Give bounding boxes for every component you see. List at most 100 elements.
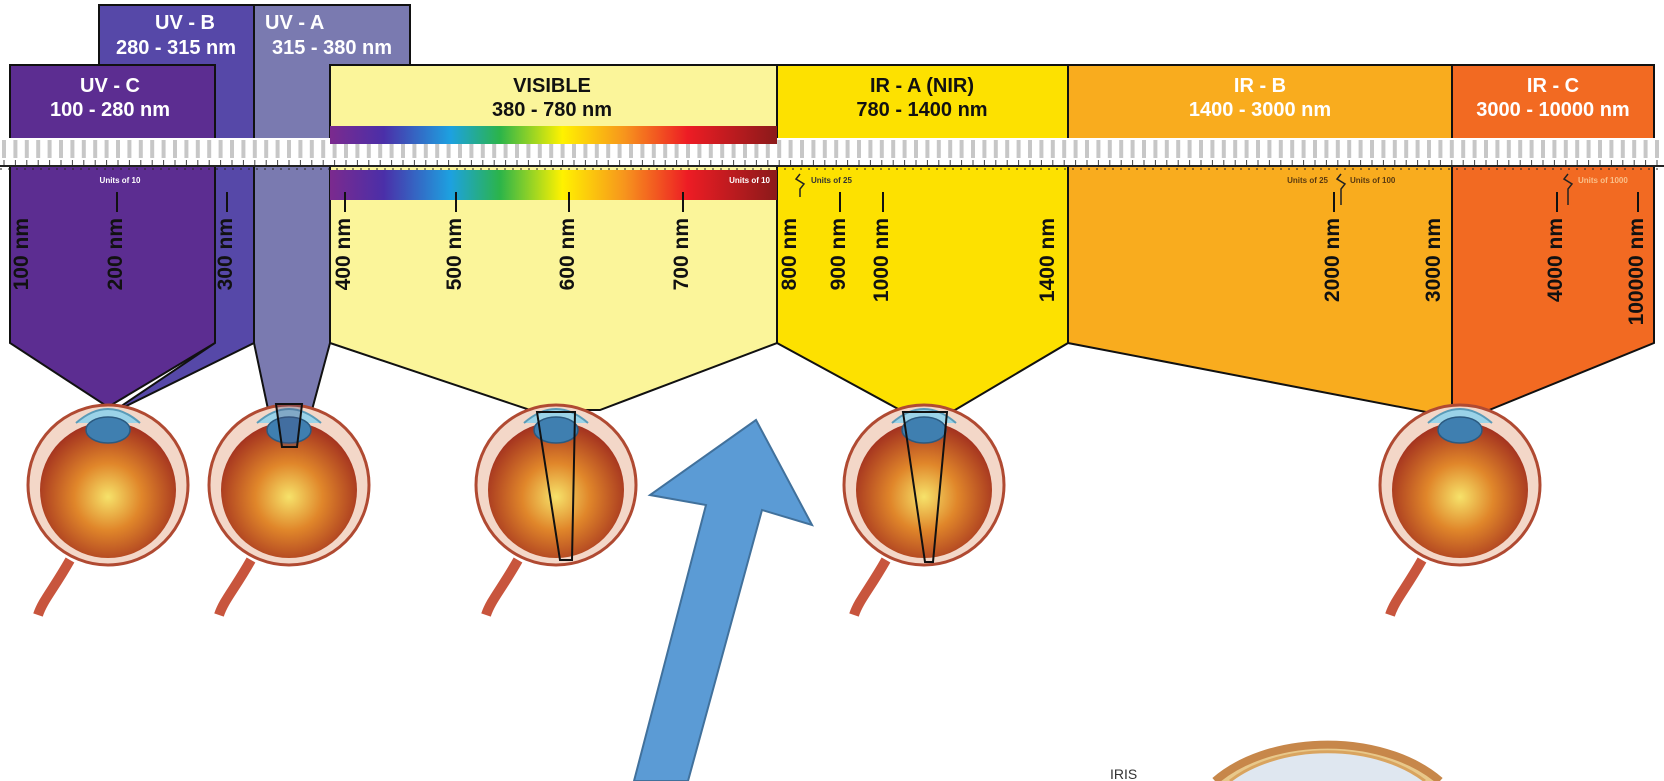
ruler-tick-label	[1359, 140, 1363, 158]
ruler-tick-label	[1302, 140, 1306, 158]
ruler-tick-label	[823, 140, 827, 158]
ruler-tick-label	[971, 140, 975, 158]
ruler-tick-label	[1005, 140, 1009, 158]
ruler-tick-label	[1518, 140, 1522, 158]
ruler-tick-label	[1222, 140, 1226, 158]
ruler-tick-label	[1256, 140, 1260, 158]
ruler-tick-label	[960, 140, 964, 158]
wavelength-label: 900 nm	[827, 218, 850, 290]
ruler-tick-label	[1632, 140, 1636, 158]
ruler-tick-label	[1587, 140, 1591, 158]
ruler-tick-label	[1336, 140, 1340, 158]
ruler-tick-label	[1655, 140, 1659, 158]
ruler-tick-label	[1039, 140, 1043, 158]
ruler-tick-label	[1370, 140, 1374, 158]
ruler-tick-label	[150, 140, 154, 158]
ruler-tick-label	[868, 140, 872, 158]
ruler-tick-label	[1131, 140, 1135, 158]
ruler-tick-label	[1142, 140, 1146, 158]
ruler-tick-label	[219, 140, 223, 158]
ruler-tick-label	[1564, 140, 1568, 158]
ruler-tick-label	[1267, 140, 1271, 158]
uvc-name: UV - C	[80, 75, 140, 97]
ira-name: IR - A (NIR)	[870, 75, 974, 97]
ruler-tick-label	[276, 140, 280, 158]
eye-illustration	[28, 405, 188, 615]
ruler-tick-label	[25, 140, 29, 158]
ruler-tick-label	[1245, 140, 1249, 158]
ruler-tick-label	[1028, 140, 1032, 158]
ruler-tick-label	[184, 140, 188, 158]
wavelength-label: 600 nm	[556, 218, 579, 290]
ruler-tick-label	[241, 140, 245, 158]
wavelength-label: 400 nm	[332, 218, 355, 290]
ruler-tick-label	[1324, 140, 1328, 158]
ruler-tick-label	[1575, 140, 1579, 158]
irc-name: IR - C	[1527, 75, 1579, 97]
irb-range: 1400 - 3000 nm	[1189, 99, 1331, 121]
ruler-tick-label	[1279, 140, 1283, 158]
ruler-tick-label	[1188, 140, 1192, 158]
ruler-tick-label	[264, 140, 268, 158]
eye-illustration	[476, 405, 636, 615]
eye-illustration	[844, 405, 1004, 615]
ruler-tick-label	[1427, 140, 1431, 158]
ruler-tick-label	[1199, 140, 1203, 158]
ruler-tick-label	[1644, 140, 1648, 158]
ruler-tick-label	[1210, 140, 1214, 158]
ruler-tick-label	[800, 140, 804, 158]
ruler-tick-label	[82, 140, 86, 158]
unit-note: Units of 100	[1350, 176, 1396, 185]
wavelength-label: 3000 nm	[1422, 218, 1445, 302]
ruler-tick-label	[880, 140, 884, 158]
ruler-tick-label	[1108, 140, 1112, 158]
ruler-tick-label	[1051, 140, 1055, 158]
ruler-tick-label	[1598, 140, 1602, 158]
ruler-tick-label	[834, 140, 838, 158]
ruler-tick-label	[857, 140, 861, 158]
unit-note: Units of 25	[1287, 176, 1328, 185]
unit-note: Units of 25	[811, 176, 852, 185]
wavelength-label: 500 nm	[443, 218, 466, 290]
ruler-tick-label	[1484, 140, 1488, 158]
ruler-tick-label	[48, 140, 52, 158]
ruler-tick-label	[207, 140, 211, 158]
ruler-tick-label	[891, 140, 895, 158]
ruler-tick-label	[982, 140, 986, 158]
ruler-tick-label	[173, 140, 177, 158]
ruler-tick-label	[287, 140, 291, 158]
ruler-tick-label	[1381, 140, 1385, 158]
ruler-tick-label	[846, 140, 850, 158]
eye-illustration	[1380, 405, 1540, 615]
ruler-tick-label	[777, 140, 781, 158]
ruler-tick-label	[196, 140, 200, 158]
uvc-range: 100 - 280 nm	[50, 99, 170, 121]
wavelength-label: 700 nm	[670, 218, 693, 290]
ruler-tick-label	[1495, 140, 1499, 158]
ruler-tick-label	[321, 140, 325, 158]
pointer-arrow	[634, 420, 812, 781]
ruler-tick-label	[1404, 140, 1408, 158]
ruler-tick-label	[937, 140, 941, 158]
ruler-tick-label	[811, 140, 815, 158]
ruler-tick-label	[1552, 140, 1556, 158]
ruler-tick-label	[13, 140, 17, 158]
ruler-tick-label	[903, 140, 907, 158]
ruler-tick-label	[1096, 140, 1100, 158]
ruler-tick-label	[1153, 140, 1157, 158]
ruler-tick-label	[1473, 140, 1477, 158]
ruler-tick-label	[1233, 140, 1237, 158]
ruler-tick-label	[1119, 140, 1123, 158]
ruler-tick-label	[1609, 140, 1613, 158]
ruler-tick-label	[298, 140, 302, 158]
irb-name: IR - B	[1234, 75, 1286, 97]
ruler-tick-label	[914, 140, 918, 158]
ruler-tick-label	[59, 140, 63, 158]
wavelength-label: 100 nm	[10, 218, 33, 290]
visible-name: VISIBLE	[513, 75, 591, 97]
ruler-tick-label	[1621, 140, 1625, 158]
ruler-tick-label	[789, 140, 793, 158]
uva-name: UV - A	[265, 12, 324, 34]
ruler-tick-label	[2, 140, 6, 158]
